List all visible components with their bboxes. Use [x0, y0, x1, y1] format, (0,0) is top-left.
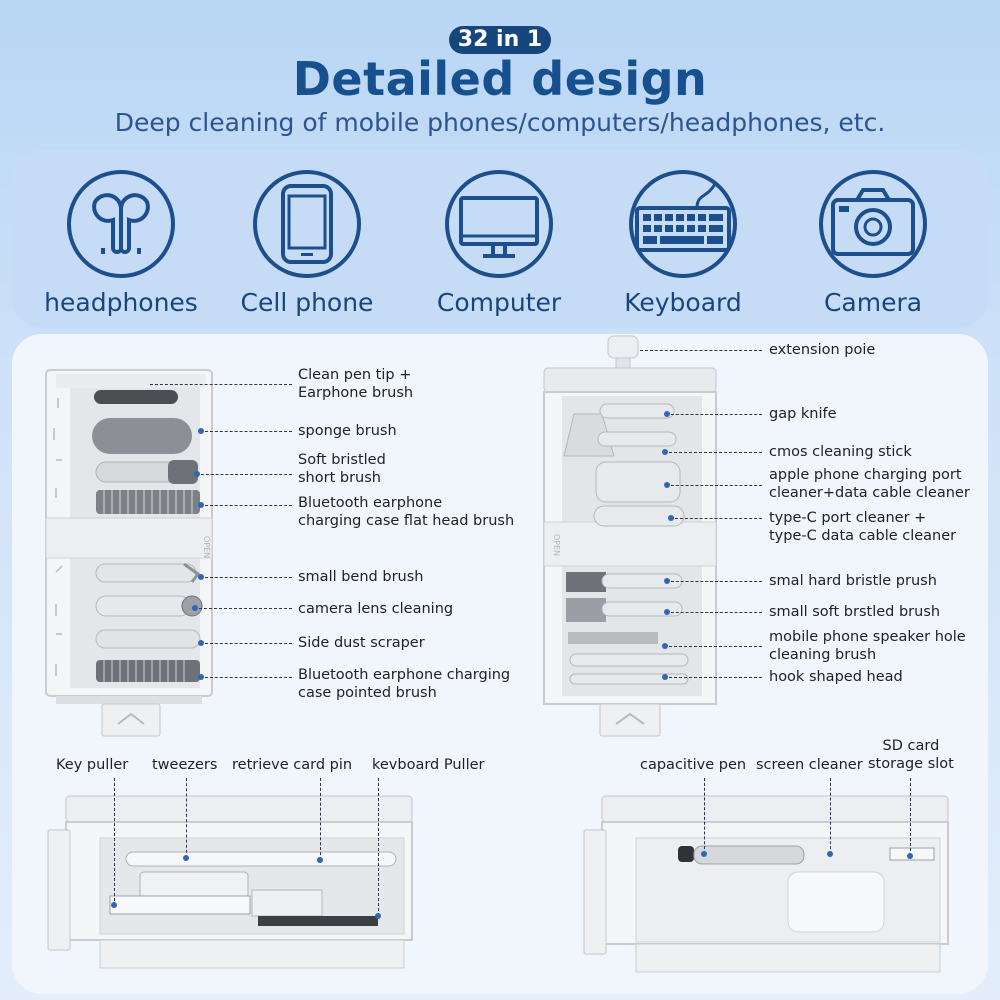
leader-line — [150, 384, 292, 385]
label-keyboard-puller: kevboard Puller — [372, 757, 485, 773]
leader-line — [640, 350, 762, 351]
callout-pointed-brush: Bluetooth earphone charging case pointed… — [298, 667, 511, 701]
right-tool-case: OPEN — [543, 335, 717, 737]
callout-type-c-cleaner: type-C port cleaner + type-C data cable … — [769, 510, 957, 544]
leader-line — [664, 646, 762, 647]
leader-line — [666, 414, 762, 415]
callout-speaker-hole-brush: mobile phone speaker hole cleaning brush — [769, 629, 966, 663]
leader-dot — [664, 411, 670, 417]
label-retrieve-card-pin: retrieve card pin — [232, 757, 353, 773]
keyboard-icon — [629, 170, 737, 278]
left-tool-case: OPEN — [45, 369, 213, 737]
device-icon-panel: headphones Cell phone Computer — [12, 150, 988, 328]
callout-side-dust-scraper: Side dust scraper — [298, 635, 425, 651]
callout-gap-knife: gap knife — [769, 406, 837, 422]
leader-line — [320, 778, 321, 860]
leader-line — [670, 518, 762, 519]
device-computer: Computer — [404, 168, 594, 317]
callout-hook-shaped-head: hook shaped head — [769, 669, 903, 685]
leader-dot — [317, 857, 323, 863]
label-key-puller: Key puller — [56, 757, 129, 773]
monitor-icon — [445, 170, 553, 278]
case-open-label: OPEN — [202, 536, 211, 558]
camera-icon — [819, 170, 927, 278]
device-label: Cell phone — [240, 288, 374, 317]
callout-sponge-brush: sponge brush — [298, 423, 397, 439]
leader-line — [664, 677, 762, 678]
bottom-left-tool-case — [47, 795, 413, 969]
callout-camera-lens-cleaning: camera lens cleaning — [298, 601, 454, 617]
callout-soft-bristled-brush: Soft bristled short brush — [298, 452, 386, 486]
leader-dot — [198, 428, 204, 434]
leader-line — [200, 677, 292, 678]
phone-icon — [253, 170, 361, 278]
leader-dot — [668, 515, 674, 521]
callout-soft-bristled-brush: small soft brstled brush — [769, 604, 941, 620]
callout-flat-head-brush: Bluetooth earphone charging case flat he… — [298, 495, 515, 529]
callout-extension-pole: extension poie — [769, 342, 876, 358]
leader-dot — [662, 449, 668, 455]
leader-dot — [194, 471, 200, 477]
leader-line — [200, 431, 292, 432]
callout-apple-port-cleaner: apple phone charging port cleaner+data c… — [769, 467, 970, 501]
device-label: Keyboard — [624, 288, 742, 317]
leader-dot — [827, 851, 833, 857]
leader-line — [830, 778, 831, 854]
leader-line — [378, 778, 379, 916]
device-headphones: headphones — [26, 168, 216, 317]
device-label: headphones — [44, 288, 198, 317]
leader-line — [114, 778, 115, 906]
label-screen-cleaner: screen cleaner — [756, 757, 863, 773]
leader-dot — [198, 640, 204, 646]
leader-dot — [662, 643, 668, 649]
leader-dot — [111, 902, 117, 908]
case-open-label: OPEN — [552, 534, 561, 556]
device-label: Camera — [823, 288, 923, 317]
label-tweezers: tweezers — [152, 757, 218, 773]
leader-dot — [198, 502, 204, 508]
leader-line — [194, 608, 292, 609]
leader-line — [200, 505, 292, 506]
leader-dot — [907, 853, 913, 859]
leader-line — [666, 612, 762, 613]
device-camera: Camera — [778, 168, 968, 317]
callout-clean-pen-tip: Clean pen tip + Earphone brush — [298, 367, 414, 401]
label-capacitive-pen: capacitive pen — [640, 757, 747, 773]
leader-dot — [664, 609, 670, 615]
leader-line — [196, 474, 292, 475]
label-sd-card-slot: SD card storage slot — [868, 738, 954, 772]
leader-dot — [664, 578, 670, 584]
page-title: Detailed design — [292, 52, 708, 106]
leader-line — [664, 452, 762, 453]
leader-line — [186, 778, 187, 858]
page-subtitle: Deep cleaning of mobile phones/computers… — [114, 108, 886, 137]
callout-cmos-cleaning-stick: cmos cleaning stick — [769, 444, 912, 460]
leader-line — [910, 778, 911, 856]
leader-line — [666, 581, 762, 582]
device-label: Computer — [436, 288, 562, 317]
leader-line — [200, 577, 292, 578]
device-cell-phone: Cell phone — [212, 168, 402, 317]
earbuds-icon — [67, 170, 175, 278]
leader-line — [666, 485, 762, 486]
count-badge: 32 in 1 — [449, 26, 551, 54]
leader-dot — [662, 674, 668, 680]
leader-line — [200, 643, 292, 644]
callout-hard-bristle-brush: smal hard bristle prush — [769, 573, 937, 589]
leader-dot — [664, 482, 670, 488]
bottom-right-tool-case — [583, 795, 949, 973]
leader-dot — [192, 605, 198, 611]
leader-dot — [701, 851, 707, 857]
device-keyboard: Keyboard — [588, 168, 778, 317]
leader-dot — [375, 913, 381, 919]
leader-dot — [198, 674, 204, 680]
leader-line — [704, 778, 705, 854]
leader-dot — [198, 574, 204, 580]
leader-dot — [183, 855, 189, 861]
callout-small-bend-brush: small bend brush — [298, 569, 424, 585]
